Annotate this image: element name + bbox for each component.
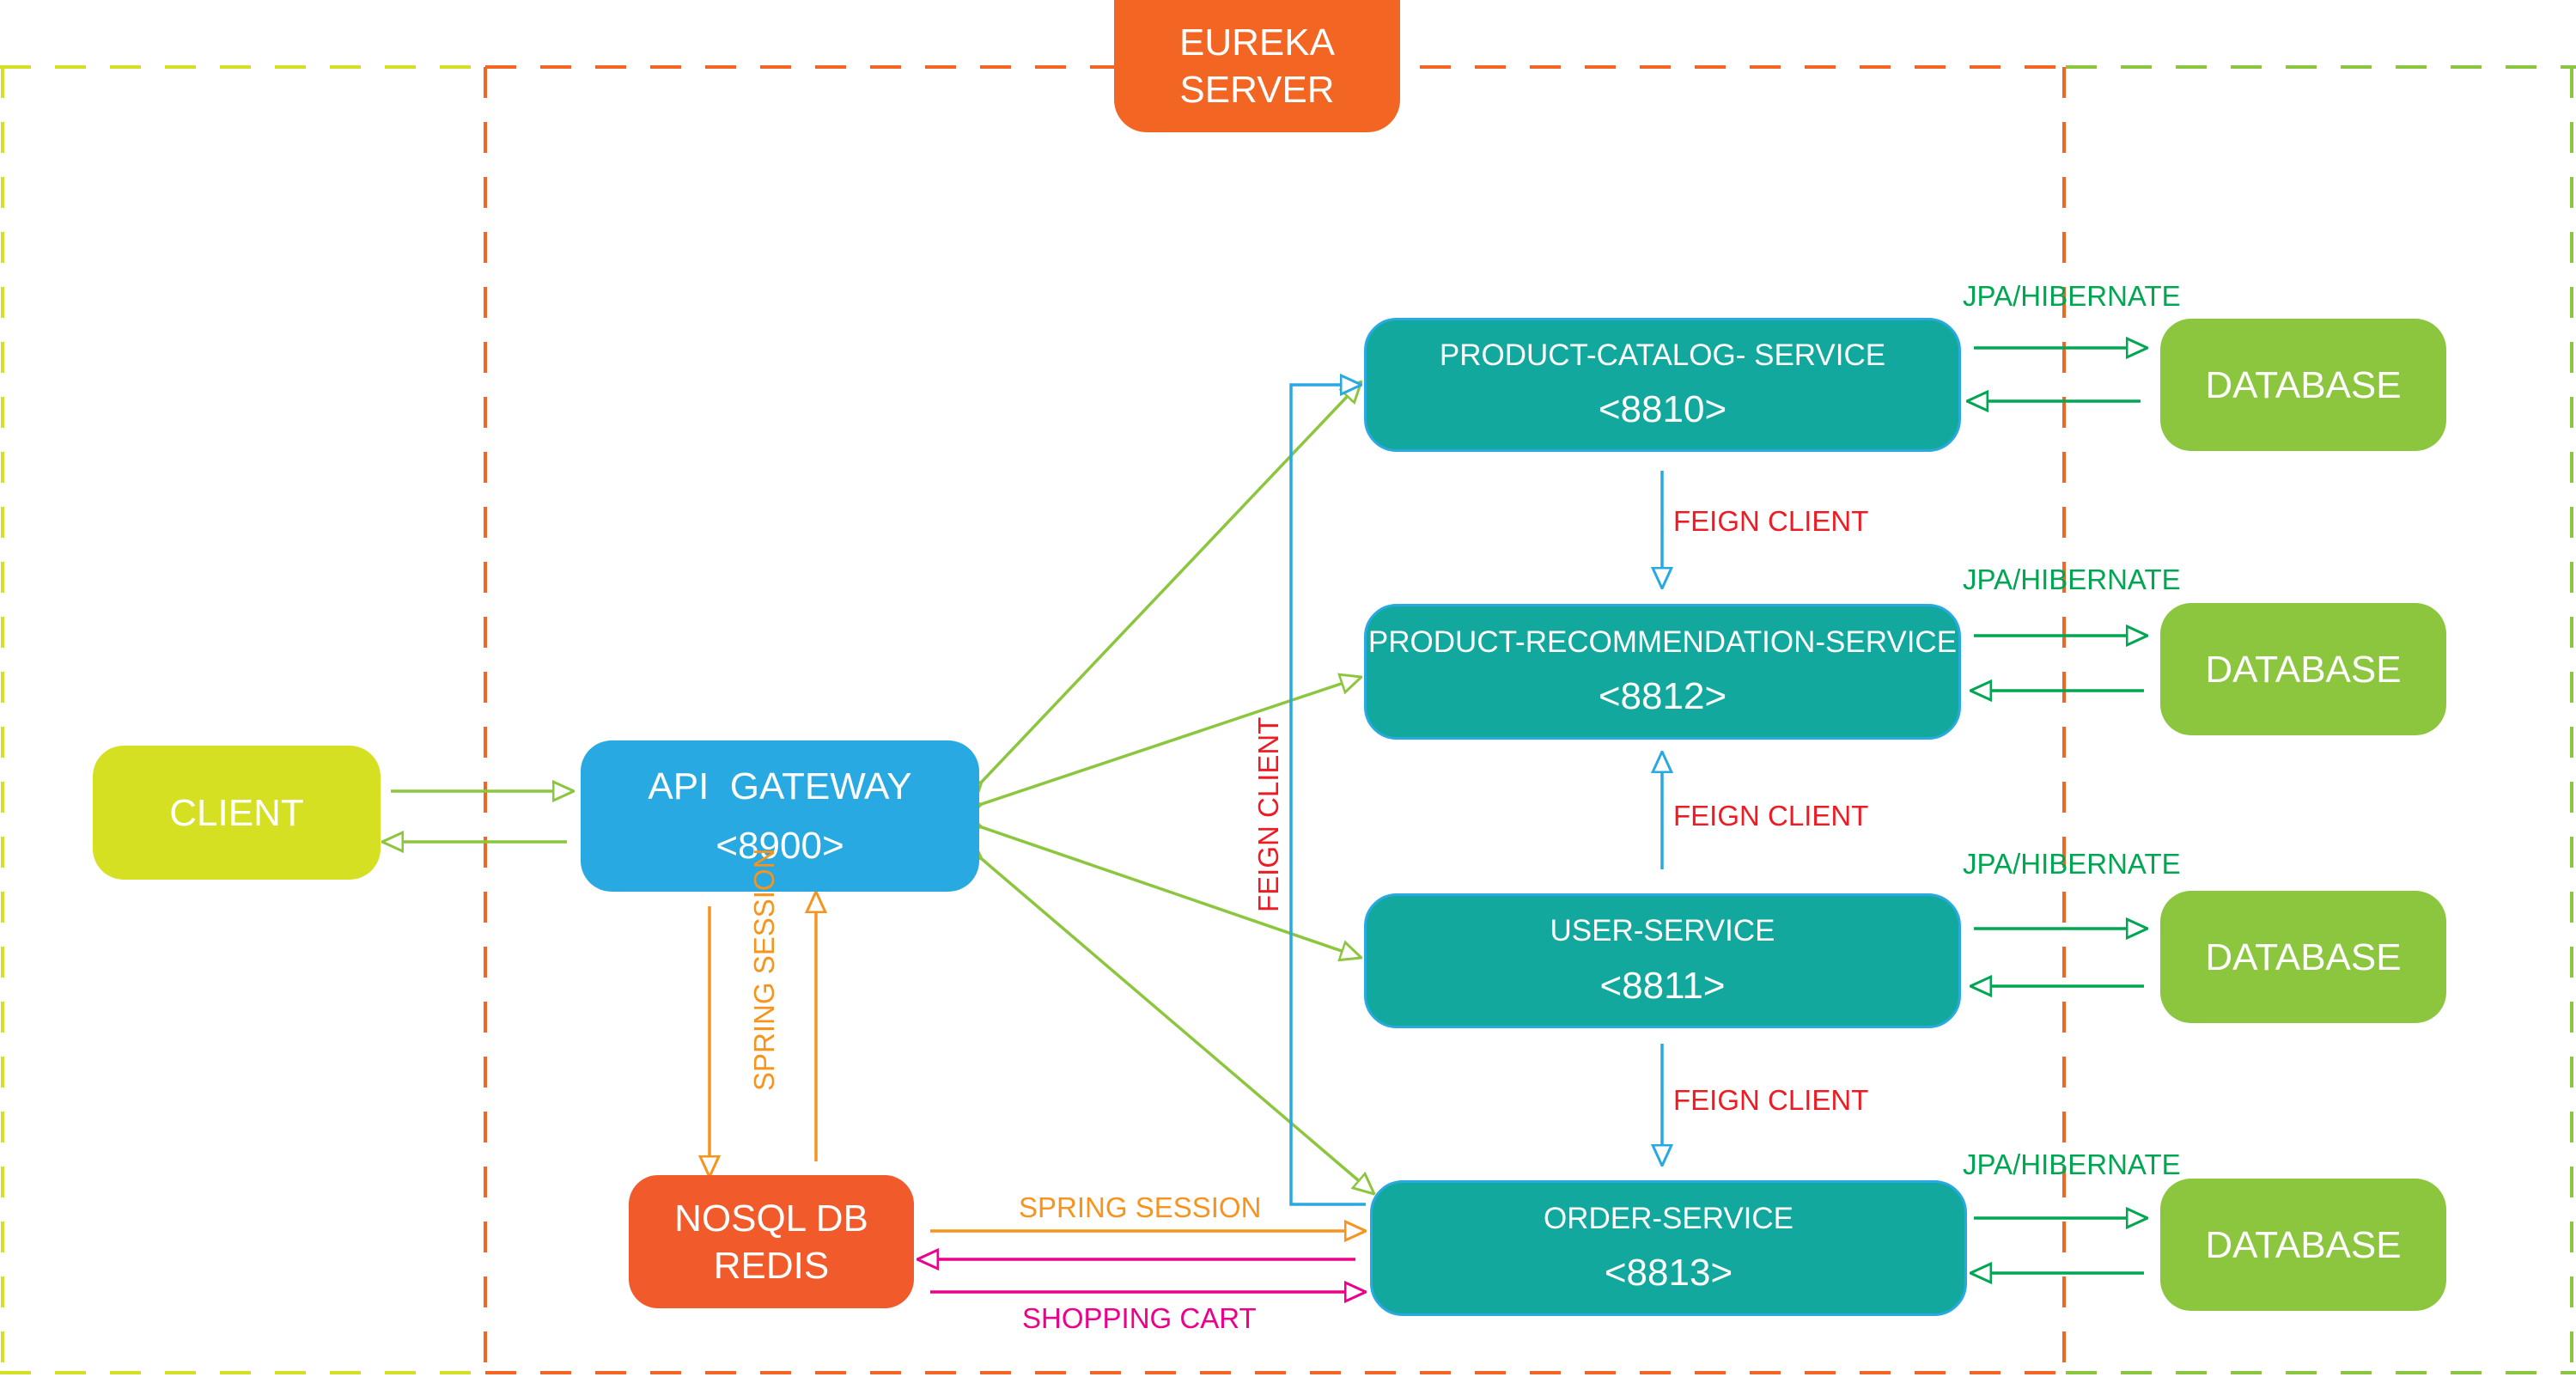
- client-gateway-arrows: [382, 791, 574, 842]
- jpa-label-order: JPA/HIBERNATE: [1963, 1149, 2181, 1180]
- spring-session-label-order: SPRING SESSION: [1019, 1191, 1262, 1223]
- feign-label-user-recommendation: FEIGN CLIENT: [1673, 800, 1869, 832]
- catalog-service-name: PRODUCT-CATALOG- SERVICE: [1439, 338, 1886, 372]
- catalog-database-label: DATABASE: [2205, 363, 2402, 406]
- jpa-label-recommendation: JPA/HIBERNATE: [1963, 564, 2181, 595]
- gateway-redis-arrows: [709, 892, 816, 1177]
- gateway-user-arrow: [982, 827, 1361, 958]
- client-node: CLIENT: [93, 746, 381, 880]
- recommendation-database-label: DATABASE: [2205, 648, 2402, 691]
- feign-arrows: [1289, 385, 1662, 1206]
- user-database-label: DATABASE: [2205, 935, 2402, 978]
- catalog-database-node: DATABASE: [2160, 319, 2446, 451]
- shopping-cart-label: SHOPPING CART: [1022, 1302, 1257, 1334]
- product-catalog-service-node: PRODUCT-CATALOG- SERVICE <8810>: [1364, 318, 1961, 452]
- order-to-catalog-feign-arrow: [1289, 385, 1366, 1206]
- order-service-port: <8813>: [1604, 1252, 1733, 1295]
- spring-session-label-vertical: SPRING SESSION: [748, 848, 780, 1091]
- redis-line1: NOSQL DB: [674, 1197, 868, 1240]
- gateway-service-arrows: [982, 381, 1374, 1194]
- user-service-port: <8811>: [1599, 964, 1726, 1007]
- feign-label-vertical: FEIGN CLIENT: [1252, 716, 1284, 912]
- user-service-node: USER-SERVICE <8811>: [1364, 893, 1961, 1028]
- api-gateway-node: API GATEWAY <8900>: [581, 740, 979, 892]
- eureka-server-line1: EUREKA: [1179, 21, 1335, 64]
- user-database-node: DATABASE: [2160, 891, 2446, 1023]
- jpa-label-catalog: JPA/HIBERNATE: [1963, 280, 2181, 312]
- product-recommendation-service-node: PRODUCT-RECOMMENDATION-SERVICE <8812>: [1364, 604, 1961, 740]
- order-service-name: ORDER-SERVICE: [1543, 1201, 1794, 1235]
- order-database-label: DATABASE: [2205, 1223, 2402, 1266]
- recommendation-service-name: PRODUCT-RECOMMENDATION-SERVICE: [1367, 625, 1958, 659]
- jpa-arrows: [1967, 348, 2147, 1273]
- feign-label-user-order: FEIGN CLIENT: [1673, 1084, 1869, 1116]
- order-service-node: ORDER-SERVICE <8813>: [1370, 1180, 1967, 1316]
- eureka-server-node: EUREKA SERVER: [1114, 0, 1400, 132]
- user-service-name: USER-SERVICE: [1550, 914, 1775, 948]
- catalog-service-port: <8810>: [1598, 388, 1727, 431]
- gateway-recommendation-arrow: [982, 677, 1361, 804]
- redis-line2: REDIS: [713, 1244, 830, 1287]
- gateway-order-arrow: [982, 859, 1374, 1194]
- client-label: CLIENT: [169, 791, 304, 834]
- api-gateway-port: <8900>: [716, 825, 844, 867]
- recommendation-database-node: DATABASE: [2160, 603, 2446, 735]
- redis-node: NOSQL DB REDIS: [629, 1175, 914, 1308]
- redis-order-arrows: [917, 1231, 1366, 1292]
- order-database-node: DATABASE: [2160, 1179, 2446, 1311]
- eureka-server-line2: SERVER: [1179, 69, 1335, 111]
- feign-label-catalog-recommendation: FEIGN CLIENT: [1673, 505, 1869, 537]
- api-gateway-name: API GATEWAY: [648, 765, 912, 807]
- gateway-catalog-arrow: [982, 381, 1361, 782]
- jpa-label-user: JPA/HIBERNATE: [1963, 848, 2181, 880]
- recommendation-service-port: <8812>: [1598, 675, 1727, 718]
